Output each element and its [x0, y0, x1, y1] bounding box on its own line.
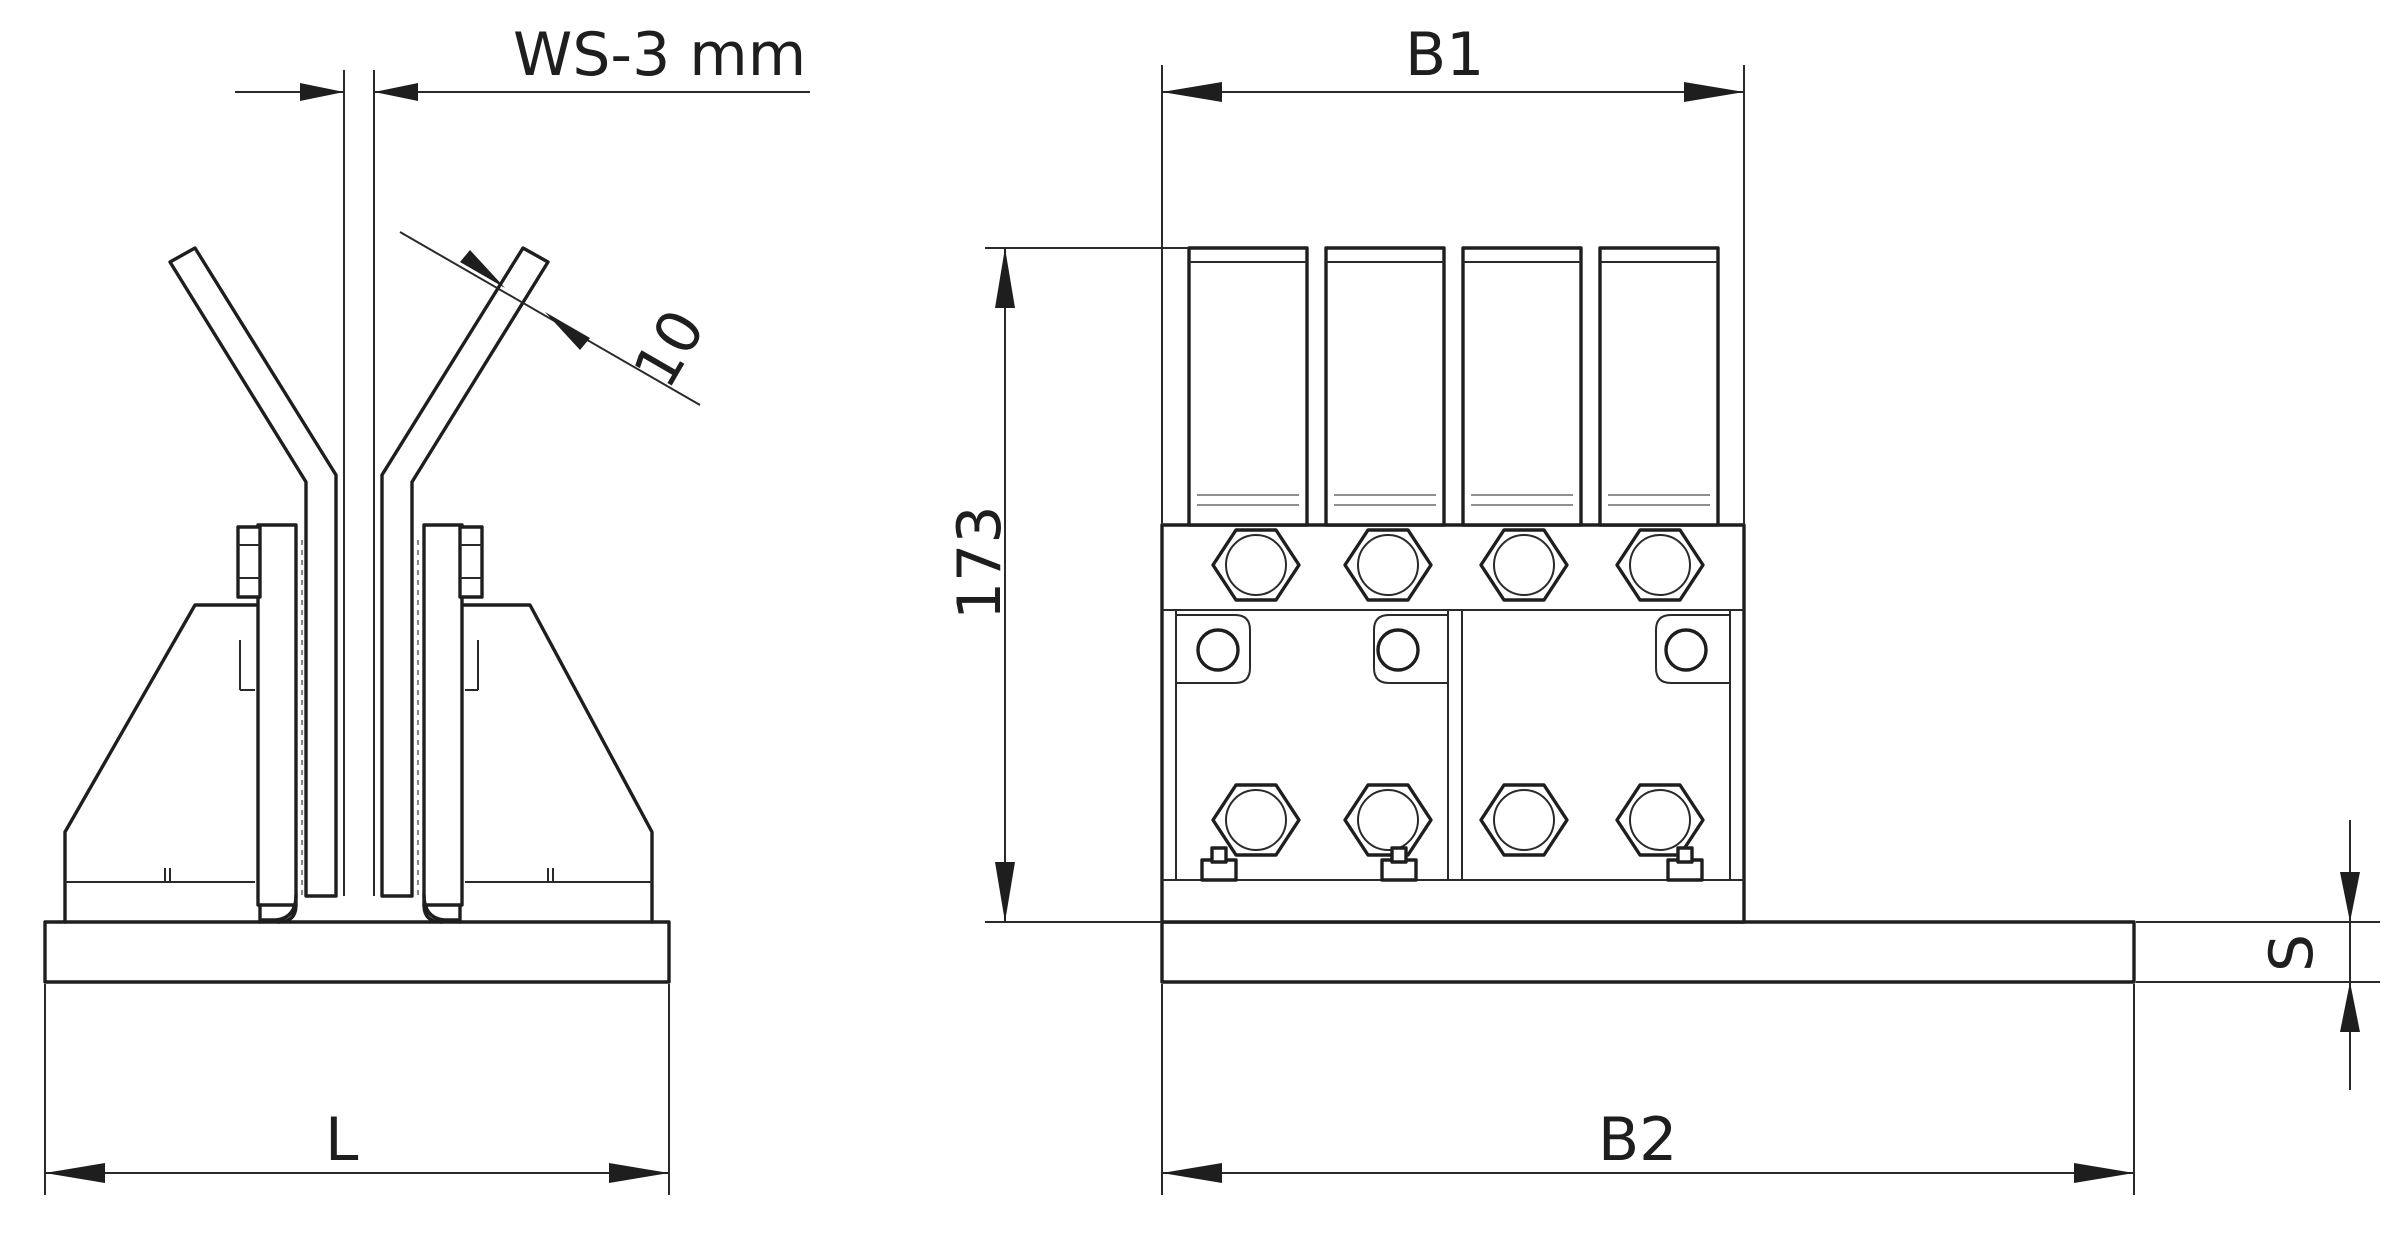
- b1-label: B1: [1405, 20, 1484, 90]
- plate-thickness-label: S: [2257, 934, 2327, 972]
- front-bar-2: [1324, 246, 1446, 527]
- side-bar-left: [168, 246, 338, 898]
- front-view: [1160, 246, 2136, 984]
- b1-dimension: B1: [1161, 20, 1745, 525]
- side-housing-left: [63, 603, 262, 924]
- side-clamp-right: [422, 523, 464, 907]
- front-bottom-nuts: [1200, 846, 1704, 882]
- front-bar-1: [1187, 246, 1309, 527]
- side-clamp-left: [256, 523, 298, 907]
- height-label: 173: [945, 505, 1015, 620]
- length-label: L: [325, 1105, 359, 1175]
- plate-thickness-dimension: S: [2136, 820, 2380, 1090]
- side-bolt-right: [458, 525, 484, 599]
- side-bolt-left: [236, 525, 262, 599]
- front-small-bolts: [1196, 628, 1708, 672]
- front-bar-3: [1461, 246, 1583, 527]
- b2-label: B2: [1598, 1105, 1677, 1175]
- side-base-plate: [43, 920, 671, 984]
- front-base-plate: [1160, 920, 2136, 984]
- side-view: [43, 70, 671, 984]
- length-dimension: L: [44, 984, 670, 1195]
- height-dimension: 173: [945, 247, 1189, 923]
- front-top-bolts: [1211, 528, 1705, 602]
- ws-dimension: WS-3 mm: [235, 20, 810, 101]
- b2-dimension: B2: [1161, 984, 2135, 1195]
- side-housing-right: [458, 603, 654, 924]
- side-bar-right: [380, 246, 550, 898]
- ws-dimension-label: WS-3 mm: [513, 20, 806, 90]
- bar-thickness-label: 10: [620, 298, 719, 399]
- front-bar-4: [1598, 246, 1720, 527]
- front-bottom-bolts: [1211, 783, 1705, 857]
